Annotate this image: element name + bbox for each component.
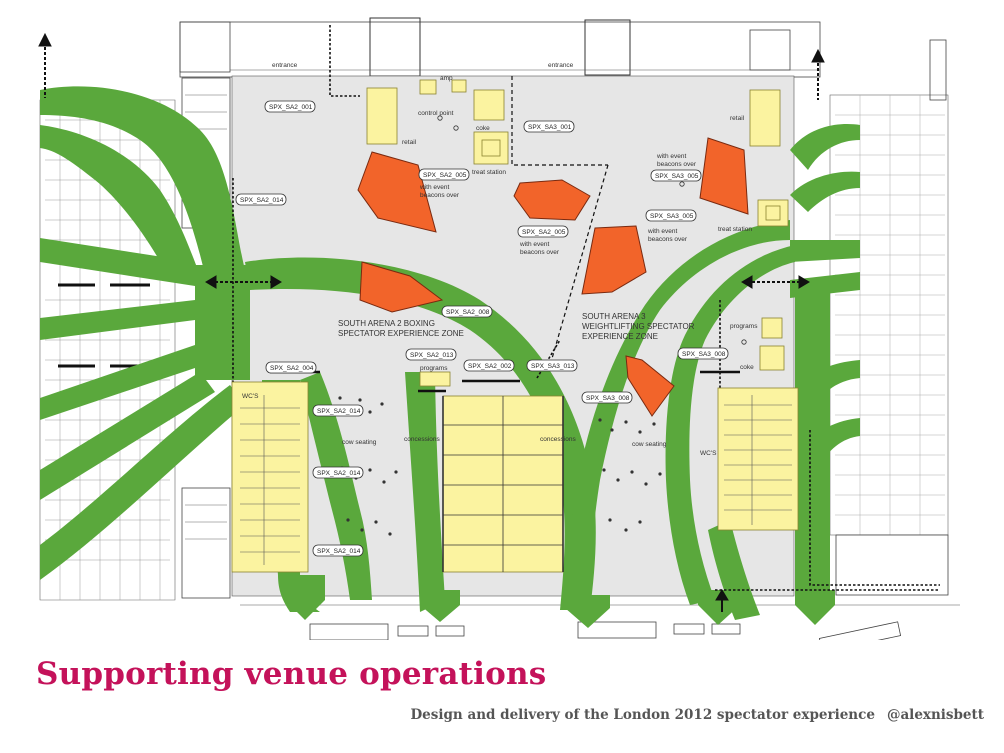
- code-sa2-008: SPX_SA2_008: [446, 309, 490, 316]
- venue-floor-plan: entrance entrance amp retail control poi…: [38, 17, 960, 640]
- code-sa3-005b: SPX_SA3_005: [650, 213, 694, 220]
- treat-station-label-left: treat station: [472, 169, 506, 176]
- coke-kiosk-top: [473, 89, 505, 121]
- slide-subtitle: Design and delivery of the London 2012 s…: [410, 707, 875, 723]
- coke-label-top: coke: [476, 125, 490, 132]
- zone-name-sa3-line3: EXPERIENCE ZONE: [582, 332, 658, 341]
- programs-kiosk-right: [761, 317, 783, 339]
- direction-arrows: [38, 32, 825, 612]
- asset-code-tags: SPX_SA2_001 SPX_SA2_005 SPX_SA2_014 SPX_…: [235, 100, 729, 557]
- beacon-note-right-mid-2: beacons over: [648, 236, 688, 243]
- zone-sa3-small: [625, 355, 675, 417]
- author-handle: @alexnisbett: [886, 707, 984, 723]
- ramp-kiosk: [451, 79, 467, 93]
- wc-block-right: [717, 387, 799, 531]
- beacon-note-left-1: with event: [419, 184, 449, 191]
- code-sa2-004: SPX_SA2_004: [270, 365, 314, 372]
- treat-station-label-right: treat station: [718, 226, 752, 233]
- treat-station-left: [473, 131, 509, 165]
- facilities: [231, 79, 799, 573]
- spectator-experience-zones: [357, 137, 749, 417]
- zone-sa3-lower: [581, 225, 647, 295]
- zone-name-sa3-line2: WEIGHTLIFTING SPECTATOR: [582, 322, 695, 331]
- retail-kiosk-left: [366, 87, 398, 145]
- control-point-kiosk: [419, 79, 437, 95]
- code-sa2-013: SPX_SA2_013: [410, 352, 454, 359]
- zone-name-sa3-line1: SOUTH ARENA 3: [582, 312, 646, 321]
- code-sa3-005: SPX_SA3_005: [655, 173, 699, 180]
- code-sa3-008b: SPX_SA3_008: [586, 395, 630, 402]
- wcs-label-left: WC'S: [242, 393, 259, 400]
- programs-kiosk-left: [419, 371, 451, 387]
- code-sa2-014: SPX_SA2_014: [240, 197, 284, 204]
- code-sa2-005: SPX_SA2_005: [423, 172, 467, 179]
- beacon-note-right-top-2: beacons over: [657, 161, 697, 168]
- code-sa2-001: SPX_SA2_001: [269, 104, 313, 111]
- beacon-note-right-top-1: with event: [656, 153, 686, 160]
- zone-sa2-mid: [513, 179, 591, 221]
- code-sa3-013: SPX_SA3_013: [531, 363, 575, 370]
- concessions-label-left: concessions: [404, 436, 441, 443]
- zone-sa2-lower: [359, 261, 444, 313]
- wcs-label-right: WC'S: [700, 450, 717, 457]
- retail-kiosk-right: [749, 89, 781, 147]
- spectator-flow-routes: [40, 86, 860, 628]
- slide-footer: Design and delivery of the London 2012 s…: [410, 707, 984, 723]
- beacon-note-left-2: beacons over: [420, 192, 460, 199]
- treat-station-right: [757, 199, 789, 227]
- wc-block-left: [231, 381, 309, 573]
- concessions-label-right: concessions: [540, 436, 577, 443]
- cow-seating-label-left: cow seating: [342, 439, 377, 446]
- code-sa3-001: SPX_SA3_001: [528, 124, 572, 131]
- programs-label-left: programs: [420, 365, 448, 372]
- code-sa2-002: SPX_SA2_002: [468, 363, 512, 370]
- code-sa2-014c: SPX_SA2_014: [317, 470, 361, 477]
- retail-label-left: retail: [402, 139, 417, 146]
- control-point-label: control point: [418, 110, 454, 117]
- zone-sa2-upper: [357, 151, 437, 233]
- zone-name-sa2-line2: SPECTATOR EXPERIENCE ZONE: [338, 329, 464, 338]
- beacon-note-mid-2: beacons over: [520, 249, 560, 256]
- coke-kiosk-right: [759, 345, 785, 371]
- zone-name-sa2-line1: SOUTH ARENA 2 BOXING: [338, 319, 435, 328]
- coke-label-right: coke: [740, 364, 754, 371]
- ramp-label: amp: [440, 75, 453, 82]
- retail-label-right: retail: [730, 115, 745, 122]
- code-sa2-014d: SPX_SA2_014: [317, 548, 361, 555]
- code-sa2-014b: SPX_SA2_014: [317, 408, 361, 415]
- zone-sa3-upper: [699, 137, 749, 215]
- beacon-note-mid-1: with event: [519, 241, 549, 248]
- code-sa3-008: SPX_SA3_008: [682, 351, 726, 358]
- entrance-label-left: entrance: [272, 62, 298, 69]
- entrance-label-right: entrance: [548, 62, 574, 69]
- programs-label-right: programs: [730, 323, 758, 330]
- code-sa2-005b: SPX_SA2_005: [522, 229, 566, 236]
- slide-title: Supporting venue operations: [36, 656, 547, 692]
- cow-seating-label-right: cow seating: [632, 441, 667, 448]
- beacon-note-right-mid-1: with event: [647, 228, 677, 235]
